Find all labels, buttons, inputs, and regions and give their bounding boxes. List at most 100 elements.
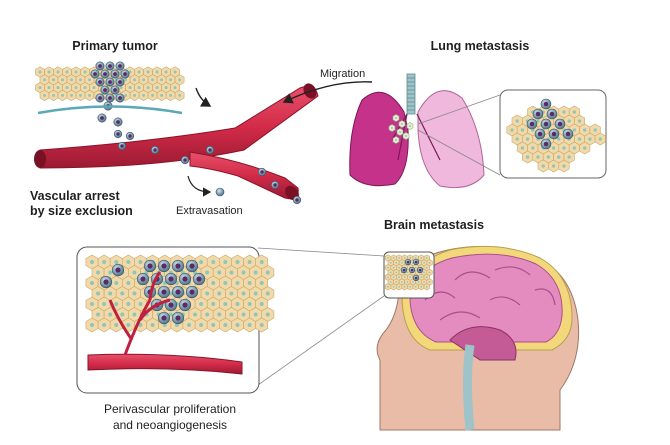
cell-nucleus xyxy=(199,260,204,264)
primary-tumor-group: Primary tumor xyxy=(35,39,185,127)
tumor-nucleus xyxy=(529,121,535,127)
cell-nucleus xyxy=(155,70,159,74)
tumor-nucleus xyxy=(175,315,181,321)
cell-nucleus xyxy=(114,323,119,327)
cell-nucleus xyxy=(259,302,264,306)
cell-nucleus xyxy=(520,146,525,150)
vascular-arrest-label-2: by size exclusion xyxy=(30,204,133,218)
tumor-nucleus xyxy=(115,267,121,273)
cell-nucleus xyxy=(146,70,150,74)
cell-nucleus xyxy=(102,323,107,327)
cell-nucleus xyxy=(259,281,264,285)
tumor-nucleus xyxy=(175,263,181,269)
cell-nucleus xyxy=(164,70,168,74)
tumor-nucleus xyxy=(182,302,188,308)
cell-nucleus xyxy=(562,146,566,150)
tumor-nucleus xyxy=(128,134,132,138)
cell-nucleus xyxy=(392,276,395,279)
trachea-rings xyxy=(407,77,415,111)
cell-nucleus xyxy=(399,131,401,133)
tumor-nucleus xyxy=(108,64,112,68)
cell-nucleus xyxy=(90,260,94,264)
tumor-nucleus xyxy=(295,198,299,202)
cell-nucleus xyxy=(389,261,392,264)
cell-nucleus xyxy=(137,86,141,90)
cell-nucleus xyxy=(205,291,210,296)
spinal-cord xyxy=(463,344,475,431)
cell-nucleus xyxy=(395,261,398,264)
cell-nucleus xyxy=(92,86,96,90)
cell-nucleus xyxy=(114,302,119,306)
cell-nucleus xyxy=(126,281,131,285)
cell-nucleus xyxy=(229,312,234,317)
cell-nucleus xyxy=(247,302,252,306)
cell-nucleus xyxy=(142,78,146,82)
cell-nucleus xyxy=(572,110,577,114)
tumor-nucleus xyxy=(260,170,264,174)
cell-nucleus xyxy=(124,93,128,97)
bronchi xyxy=(391,113,441,161)
tumor-nucleus xyxy=(537,131,543,137)
cell-nucleus xyxy=(229,291,234,296)
tumor-nucleus xyxy=(140,276,146,282)
cell-nucleus xyxy=(47,70,51,74)
brain-fold xyxy=(439,311,481,321)
cell-nucleus xyxy=(88,93,91,97)
cell-nucleus xyxy=(515,119,519,123)
cell-nucleus xyxy=(70,78,73,82)
cell-nucleus xyxy=(128,70,132,74)
tumor-nucleus xyxy=(414,260,418,264)
brain-zoom-cells xyxy=(85,254,275,333)
tumor-nucleus xyxy=(98,96,102,100)
cell-nucleus xyxy=(235,302,240,306)
cell-nucleus xyxy=(520,128,525,132)
cell-nucleus xyxy=(577,119,582,123)
tumor-nucleus xyxy=(161,263,167,269)
tumor-nucleus xyxy=(103,72,107,76)
tumor-nucleus xyxy=(108,96,112,100)
cell-nucleus xyxy=(387,276,389,279)
cell-nucleus xyxy=(126,323,131,327)
cell-nucleus xyxy=(412,281,414,283)
brain-metastasis-label: Brain metastasis xyxy=(384,218,484,232)
tumor-nucleus xyxy=(565,131,571,137)
extravasation-arrow xyxy=(187,175,212,197)
cell-nucleus xyxy=(409,257,412,259)
cell-nucleus xyxy=(398,276,400,279)
cell-nucleus xyxy=(133,78,137,82)
lung-zoom-cells xyxy=(506,98,606,173)
cell-nucleus xyxy=(557,137,561,141)
cell-nucleus xyxy=(178,93,182,97)
cell-nucleus xyxy=(151,78,155,82)
cell-nucleus xyxy=(398,285,400,288)
cell-nucleus xyxy=(423,261,425,264)
cell-nucleus xyxy=(536,119,540,123)
cell-nucleus xyxy=(562,164,566,168)
cell-nucleus xyxy=(551,146,556,150)
tumor-nucleus xyxy=(196,276,202,282)
cell-nucleus xyxy=(265,312,270,317)
tumor-nucleus xyxy=(418,268,422,272)
zoom-line-bottom xyxy=(417,129,501,176)
cell-nucleus xyxy=(65,86,69,90)
cell-nucleus xyxy=(536,155,540,159)
tumor-nucleus xyxy=(535,111,541,117)
brain-fold xyxy=(534,288,556,306)
cell-nucleus xyxy=(401,123,403,125)
tumor-nucleus xyxy=(118,96,122,100)
cell-nucleus xyxy=(83,86,87,90)
cell-nucleus xyxy=(247,281,252,285)
cell-nucleus xyxy=(164,86,168,90)
blood-vessel xyxy=(34,83,319,205)
cell-nucleus xyxy=(395,117,397,119)
tumor-nucleus xyxy=(543,141,549,147)
tumor-nucleus xyxy=(103,88,107,92)
zoom-line-brain-top xyxy=(257,247,385,257)
cell-nucleus xyxy=(138,302,143,306)
tumor-nucleus xyxy=(557,121,563,127)
cell-nucleus xyxy=(588,137,592,141)
tumor-nucleus xyxy=(189,289,195,295)
tumor-nucleus xyxy=(168,302,174,308)
basement-membrane xyxy=(37,105,183,115)
cell-nucleus xyxy=(247,323,252,327)
